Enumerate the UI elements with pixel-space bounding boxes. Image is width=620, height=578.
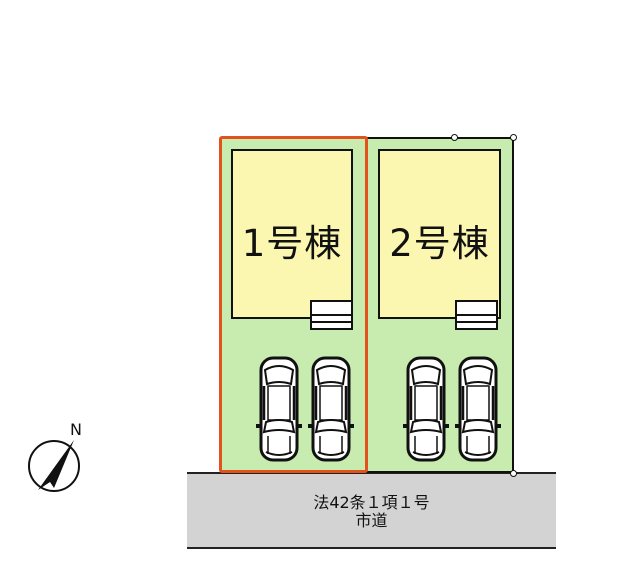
road-type: 市道 xyxy=(355,511,388,530)
building-1: 1号棟 xyxy=(231,149,353,319)
building-2: 2号棟 xyxy=(378,149,501,319)
road: 法42条１項１号 市道 xyxy=(187,472,556,549)
north-arrow-icon xyxy=(28,440,80,492)
boundary-marker xyxy=(510,470,517,477)
entrance-steps-2 xyxy=(455,300,498,330)
building-2-label: 2号棟 xyxy=(389,222,490,265)
compass-north-label: N xyxy=(70,420,82,439)
building-1-label: 1号棟 xyxy=(241,222,343,265)
boundary-marker xyxy=(451,134,458,141)
car-icon xyxy=(403,356,449,462)
car-icon xyxy=(455,356,501,462)
road-classification: 法42条１項１号 xyxy=(313,493,430,512)
boundary-marker xyxy=(510,134,517,141)
car-icon xyxy=(256,356,302,462)
entrance-steps-1 xyxy=(310,300,353,330)
car-icon xyxy=(308,356,354,462)
